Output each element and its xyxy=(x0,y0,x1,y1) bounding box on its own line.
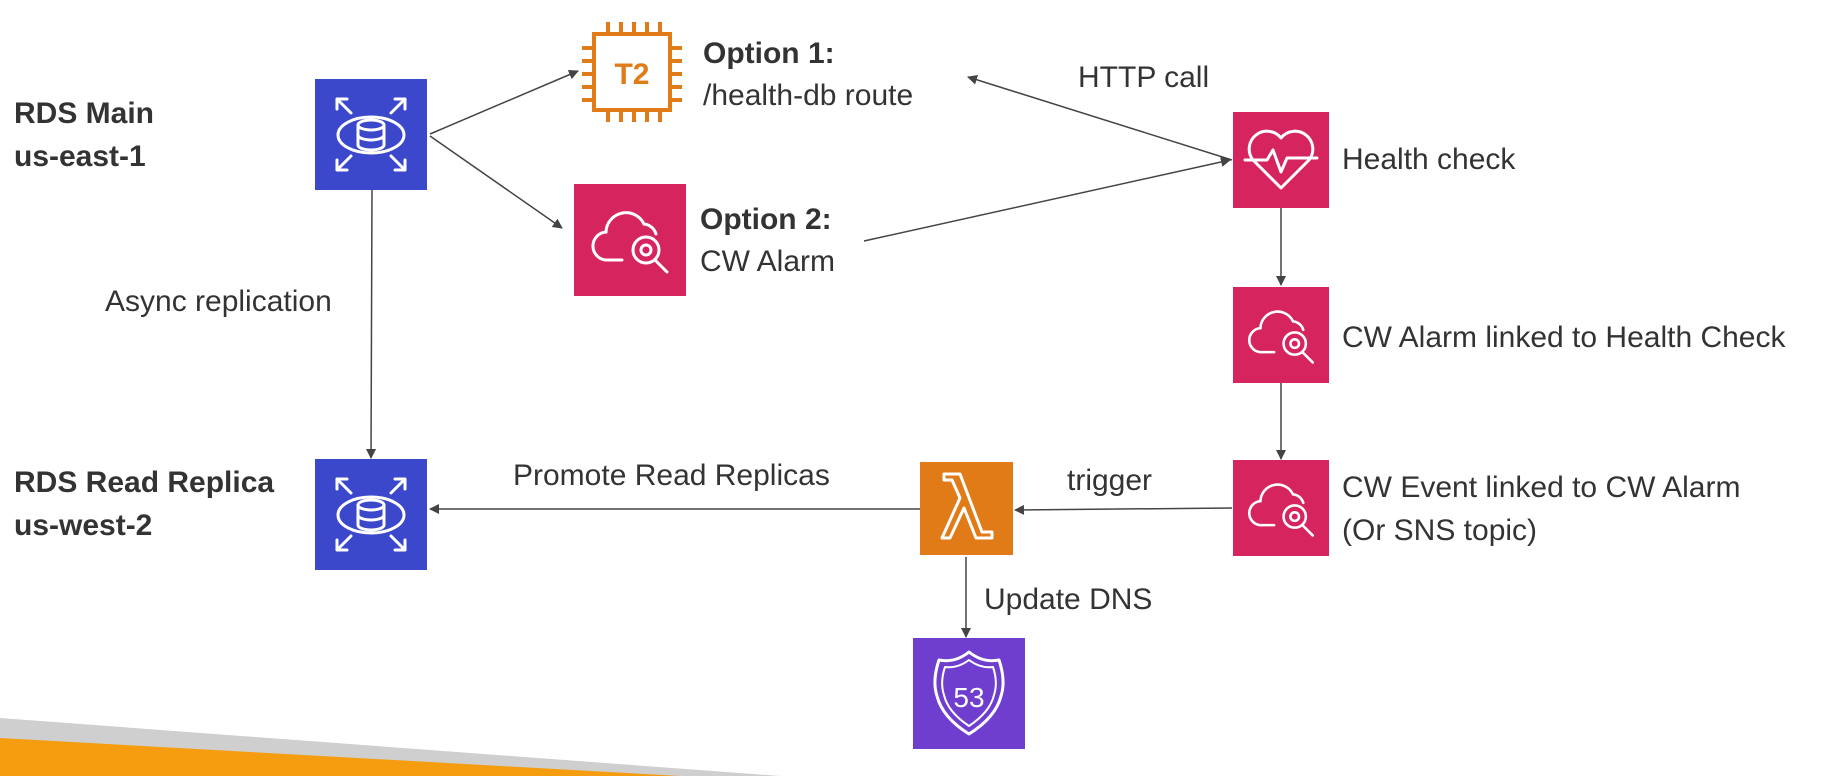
cloudwatch-alarm-icon xyxy=(1233,460,1329,556)
edge-rds-to-option1 xyxy=(429,69,579,135)
ec2-t2-instance-icon: T2 xyxy=(582,22,682,122)
route53-icon: 53 xyxy=(913,638,1025,749)
async-replication-label: Async replication xyxy=(105,285,332,318)
cw-event-linked-label: CW Event linked to CW Alarm xyxy=(1342,471,1741,504)
option2-title: Option 2: xyxy=(700,203,832,236)
rds-main-title: RDS Main xyxy=(14,97,155,130)
edge-option2-to-healthcheck xyxy=(863,157,1231,242)
option1-detail: /health-db route xyxy=(703,79,914,112)
route53-health-check-icon xyxy=(1233,112,1329,208)
edge-rds-to-option2 xyxy=(429,135,563,229)
rds-replica-region: us-west-2 xyxy=(14,509,153,542)
edge-event-to-lambda xyxy=(1014,504,1233,515)
rds-main-region: us-east-1 xyxy=(14,140,146,173)
cw-alarm-linked-label: CW Alarm linked to Health Check xyxy=(1342,321,1786,354)
route53-number: 53 xyxy=(953,682,984,713)
update-dns-label: Update DNS xyxy=(984,583,1153,616)
edge-replication xyxy=(366,189,377,459)
health-check-label: Health check xyxy=(1342,143,1516,176)
trigger-label: trigger xyxy=(1067,464,1153,497)
sns-alternative-label: (Or SNS topic) xyxy=(1342,514,1538,547)
promote-read-replicas-label: Promote Read Replicas xyxy=(513,459,830,492)
lambda-icon xyxy=(920,462,1013,555)
option2-detail: CW Alarm xyxy=(700,245,835,278)
http-call-label: HTTP call xyxy=(1078,61,1210,94)
rds-database-icon xyxy=(315,459,427,570)
cloudwatch-alarm-icon xyxy=(1233,287,1329,383)
cloudwatch-alarm-icon xyxy=(574,184,686,296)
rds-replica-title: RDS Read Replica xyxy=(14,466,275,499)
rds-database-icon xyxy=(315,79,427,190)
t2-chip-text: T2 xyxy=(614,58,649,91)
edge-healthcheck-to-option1 xyxy=(967,74,1233,161)
option1-title: Option 1: xyxy=(703,37,835,70)
